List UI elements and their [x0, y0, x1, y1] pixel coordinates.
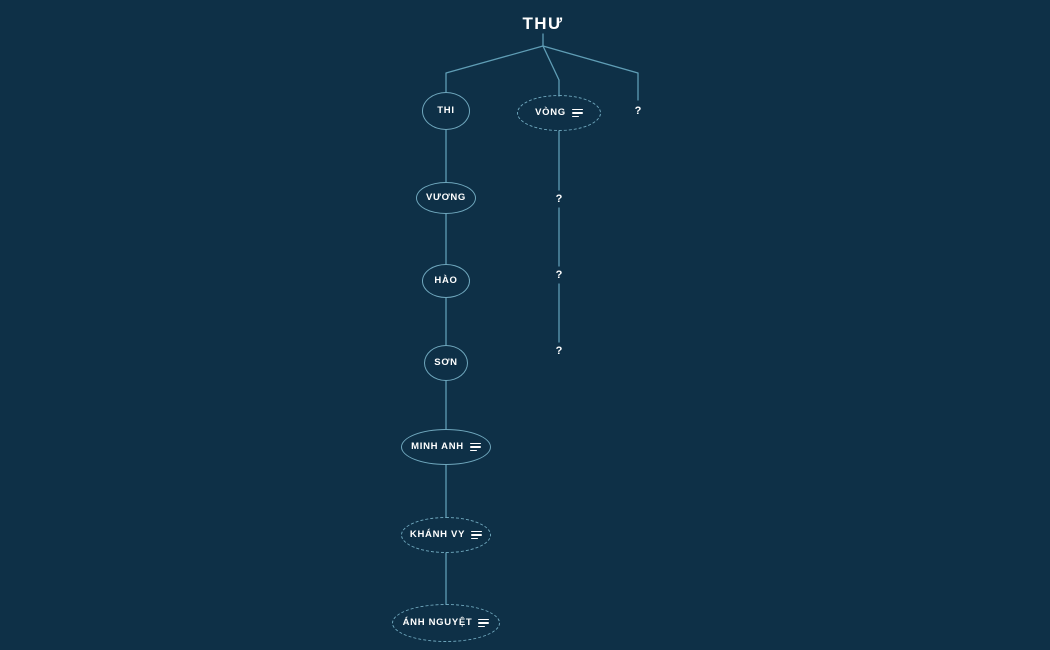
person-node-label: KHÁNH VY	[409, 529, 466, 541]
person-node-khanh-vy[interactable]: KHÁNH VY	[401, 517, 491, 553]
person-node-vong[interactable]: VÒNG	[517, 95, 601, 131]
unknown-person-node-unknown-vong-2[interactable]: ?	[555, 269, 563, 281]
person-node-label: VÒNG	[535, 107, 566, 119]
person-node-thi[interactable]: THI	[422, 92, 470, 130]
person-node-label: ÁNH NGUYỆT	[402, 617, 473, 629]
edge-fan-0	[445, 45, 544, 93]
person-node-anh-nguyet[interactable]: ÁNH NGUYỆT	[392, 604, 500, 642]
person-node-label: MINH ANH	[411, 441, 464, 453]
person-node-label: SƠN	[434, 357, 458, 369]
person-node-label: THI	[437, 105, 455, 117]
person-node-label: HÀO	[434, 275, 458, 287]
list-icon[interactable]	[571, 108, 583, 118]
person-node-hao[interactable]: HÀO	[422, 264, 470, 298]
unknown-person-node-unknown-vong-1[interactable]: ?	[555, 193, 563, 205]
root-node-label[interactable]: THƯ	[522, 14, 564, 33]
person-node-vuong[interactable]: VƯƠNG	[416, 182, 476, 214]
list-icon[interactable]	[469, 442, 481, 452]
person-node-label: VƯƠNG	[425, 192, 467, 204]
unknown-person-node-unknown-root-child[interactable]: ?	[634, 105, 642, 117]
person-node-minh-anh[interactable]: MINH ANH	[401, 429, 491, 465]
person-node-son[interactable]: SƠN	[424, 345, 468, 381]
edge-fan-1	[542, 45, 560, 97]
unknown-person-node-unknown-vong-3[interactable]: ?	[555, 345, 563, 357]
list-icon[interactable]	[478, 618, 490, 628]
edge-fan-2	[542, 45, 639, 101]
list-icon[interactable]	[471, 530, 483, 540]
